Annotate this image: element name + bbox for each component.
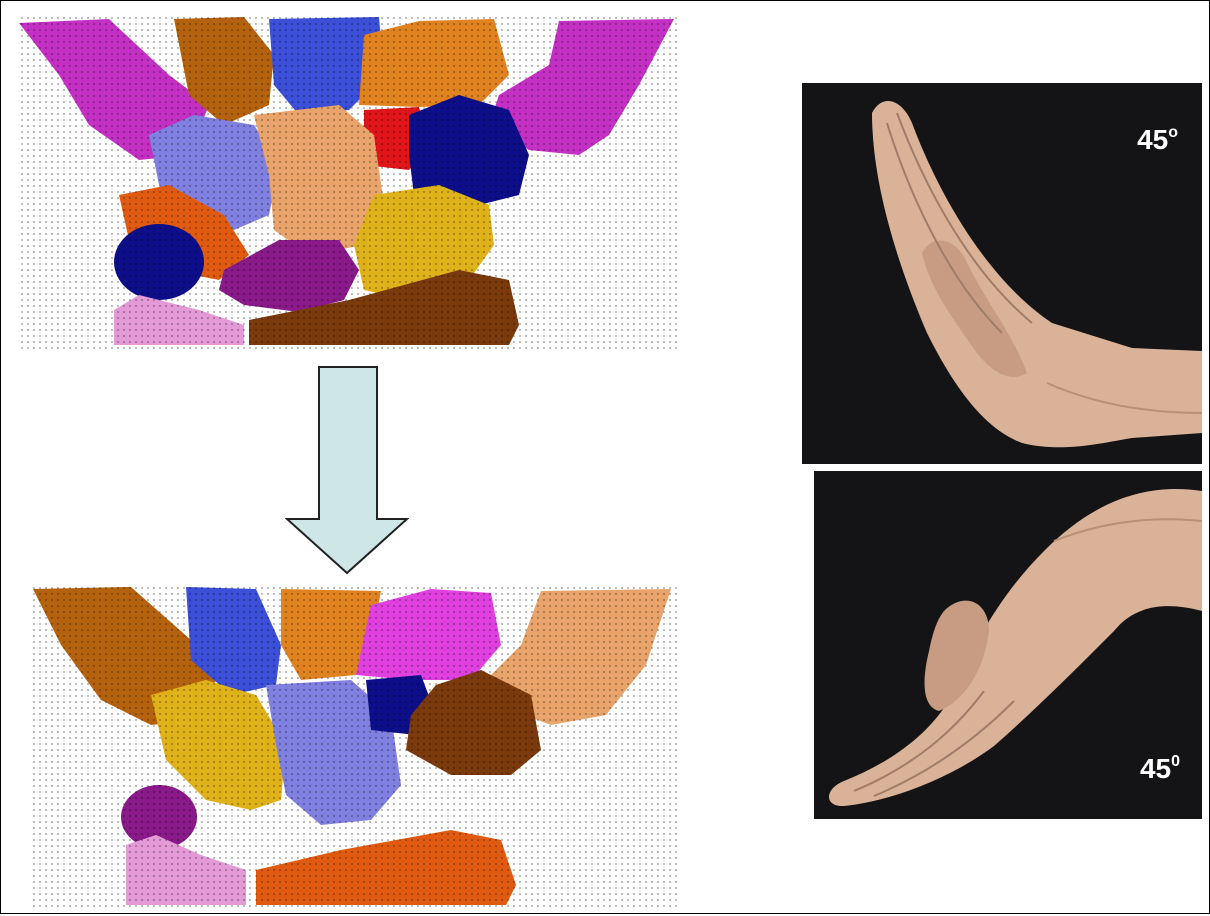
angle-label-flexion: 450: [1140, 754, 1180, 783]
hand-photo-flexion: 450: [814, 471, 1202, 819]
arrow-down-icon: [285, 365, 409, 577]
angle-label-extension: 45o: [1137, 125, 1178, 154]
wrist-mesh-bottom: [31, 585, 679, 911]
hand-photo-extension: 45o: [802, 83, 1202, 464]
carpal-bones-mesh-icon: [31, 585, 679, 911]
wrist-mesh-top: [19, 15, 679, 351]
carpal-bones-mesh-icon: [19, 15, 679, 351]
